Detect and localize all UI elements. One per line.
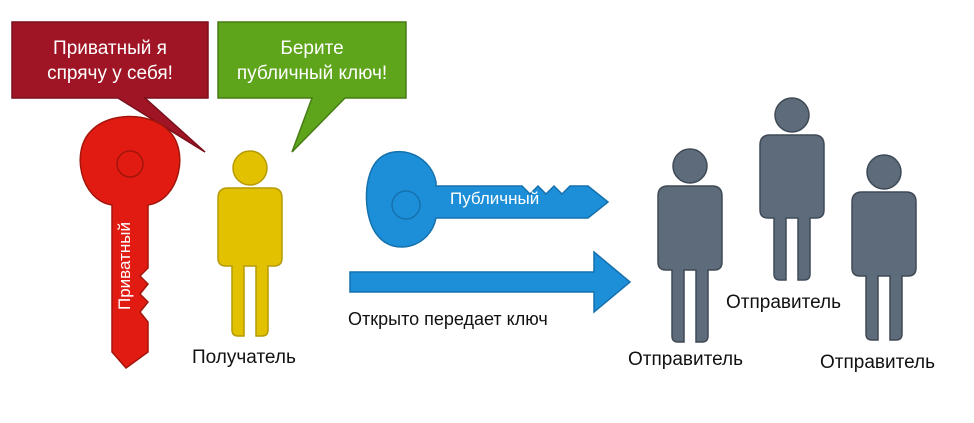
sender-label-2: Отправитель	[726, 292, 842, 313]
transfer-arrow	[349, 250, 632, 314]
public-bubble-line-2: публичный ключ!	[236, 63, 388, 84]
private-key-icon	[79, 115, 181, 370]
sender-person-icon-1	[657, 148, 723, 343]
private-key-label: Приватный	[115, 222, 134, 310]
receiver-person-icon	[217, 150, 283, 337]
private-bubble-line-1: Приватный я	[53, 38, 167, 59]
sender-label-3: Отправитель	[820, 352, 936, 373]
public-bubble-text: Берите публичный ключ!	[218, 36, 406, 86]
private-speech-bubble	[11, 21, 209, 153]
receiver-label: Получатель	[192, 347, 296, 368]
sender-person-icon-2	[759, 97, 825, 281]
sender-person-icon-3	[851, 154, 917, 341]
public-bubble-line-1: Берите	[280, 38, 344, 59]
sender-label-1: Отправитель	[628, 349, 744, 370]
public-key-icon	[365, 151, 610, 248]
arrow-label: Открыто передает ключ	[348, 309, 548, 329]
private-bubble-line-2: спрячу у себя!	[47, 63, 173, 84]
private-bubble-text: Приватный я спрячу у себя!	[12, 36, 208, 86]
public-speech-bubble	[217, 21, 407, 153]
public-key-label: Публичный	[450, 189, 540, 208]
